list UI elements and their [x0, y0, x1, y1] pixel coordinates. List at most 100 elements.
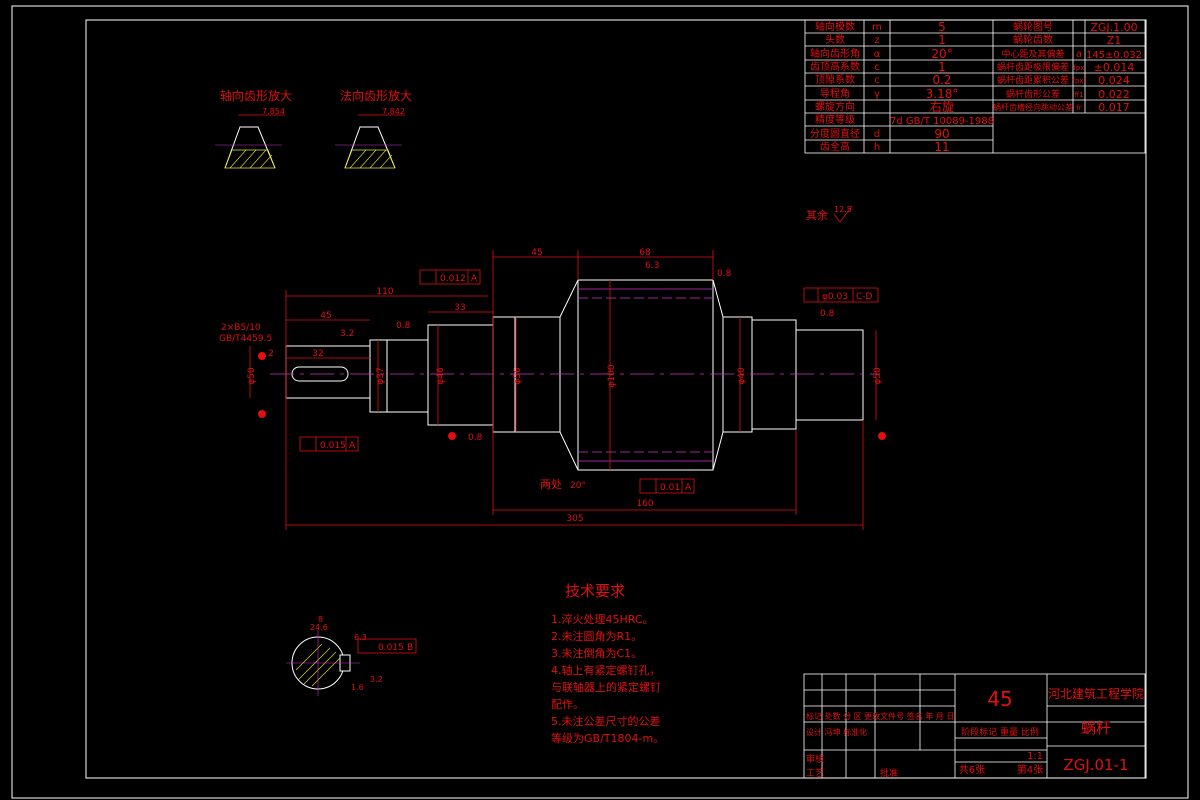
tech-req-item: 2.未注圆角为R1。	[551, 629, 642, 643]
param-sym: c	[874, 75, 880, 86]
section-depth: 24.6	[310, 623, 328, 632]
param-sym: z	[874, 35, 879, 46]
gdt-runout1-ref: A	[471, 274, 478, 284]
param-value: 0.024	[1098, 74, 1130, 87]
rough-63: 6.3	[645, 261, 659, 271]
dim-2: 2	[268, 349, 274, 359]
param-label: 蜗杆齿形公差	[1006, 88, 1060, 100]
gdt-frames	[299, 269, 879, 494]
title-block-texts: 45 河北建筑工程学院 蜗杆 ZGJ.01-1 阶段标记 重量 比例 1:1 共…	[806, 686, 1144, 779]
gdt-sym: 0.015	[378, 643, 404, 653]
material: 45	[987, 687, 1012, 711]
tech-req-item: 配作。	[551, 698, 584, 711]
approve-row: 批准	[880, 767, 898, 779]
param-label: 分度圆直径	[810, 127, 860, 140]
normal-tooth-profile	[344, 126, 396, 169]
school-name: 河北建筑工程学院	[1048, 686, 1144, 701]
sheets-total: 共6张	[959, 764, 985, 776]
gdt-runout3: 0.01	[660, 483, 680, 493]
section-rough-16: 1.6	[351, 683, 364, 692]
gdt-texts: 0.012 A φ0.03 C-D 0.015 A 0.01 A	[320, 274, 873, 493]
param-label: 蜗轮图号	[1013, 20, 1053, 33]
param-sym: γ	[874, 89, 880, 100]
rough-32: 3.2	[340, 329, 354, 339]
dim-45-top: 45	[531, 248, 542, 258]
param-value: 右旋	[930, 99, 954, 114]
dim-33: 33	[454, 303, 465, 313]
param-value: 11	[934, 140, 949, 154]
surface-finish-value: 12.5	[834, 205, 852, 214]
param-label: 导程角	[820, 88, 850, 100]
param-value: 1	[938, 60, 946, 74]
normal-tooth-view: 法向齿形放大 7.842	[335, 88, 412, 169]
param-label: 蜗杆齿槽径向跳动公差	[993, 102, 1073, 112]
shaft-outline	[285, 279, 864, 471]
scale-header: 阶段标记 重量 比例	[961, 726, 1039, 738]
param-value: Z1	[1107, 34, 1122, 47]
dim-angle-20: 20°	[570, 481, 586, 491]
param-label: 蜗杆齿距极限偏差	[997, 61, 1069, 73]
param-value: 7d GB/T 10089-1988	[890, 116, 994, 127]
param-value: 90	[934, 127, 949, 141]
technical-requirements: 技术要求 1.淬火处理45HRC。 2.未注圆角为R1。 3.未注倒角为C1。 …	[551, 582, 664, 745]
param-label: 蜗杆齿距累积公差	[997, 74, 1069, 86]
param-value: ZGJ.1.00	[1090, 21, 1137, 34]
tech-req-item: 5.未注公差尺寸的公差	[551, 714, 661, 728]
gdt-datum-cd: φ0.03	[822, 292, 848, 302]
rough-08b: 0.8	[468, 433, 483, 443]
param-value: 0.2	[932, 73, 951, 87]
param-value: 0.022	[1098, 88, 1130, 101]
dim-45-left: 45	[320, 311, 331, 321]
param-sym: h	[874, 142, 880, 153]
param-sym: m	[872, 22, 882, 33]
review-row: 审核	[806, 753, 824, 765]
param-label: 齿顶高系数	[810, 60, 860, 73]
param-sym: α	[874, 49, 881, 60]
section-width: 8	[318, 615, 323, 624]
rough-08c: 0.8	[717, 269, 732, 279]
param-sym: a	[1076, 49, 1082, 60]
center-hole-note: 2×B5/10	[221, 323, 261, 333]
param-label: 中心距及其偏差	[1001, 48, 1064, 60]
param-value: 3.18°	[926, 87, 959, 101]
worm-param-right-labels: 蜗轮图号 ZGJ.1.00 蜗轮齿数 Z1 中心距及其偏差 a 145±0.03…	[993, 20, 1142, 114]
param-sym: d	[874, 129, 880, 140]
process-row: 工艺	[806, 768, 824, 779]
axial-tooth-hatch	[224, 149, 276, 169]
gdt-runout3-ref: A	[685, 483, 692, 493]
revision-row: 标记 处数 分 区 更改文件号 签名 年 月 日	[806, 711, 954, 721]
dim-160: 160	[636, 499, 653, 509]
gdt-sym-ref: B	[407, 643, 413, 653]
axial-tooth-view: 轴向齿形放大 7.854	[215, 88, 292, 169]
dim-d50-right: φ50	[873, 367, 883, 385]
param-sym: fr	[1076, 104, 1081, 112]
worm-param-left-labels: 轴向模数 m 5 头数 z 1 轴向齿形角 α 20° 齿顶高系数 c 1 顶隙…	[810, 20, 994, 154]
gdt-runout2: 0.015	[320, 441, 346, 451]
param-value: 5	[938, 20, 946, 34]
axial-tooth-profile	[224, 126, 276, 169]
param-label: 精度等级	[815, 113, 855, 126]
section-rough-63: 6.3	[354, 633, 367, 642]
dim-d56: φ56	[513, 367, 523, 385]
param-value: 145±0.032	[1086, 50, 1142, 61]
param-label: 轴向模数	[815, 20, 855, 33]
surface-finish-note: 其余 12.5	[806, 205, 853, 223]
tech-req-item: 与联轴器上的紧定螺钉	[551, 680, 661, 694]
drawing-frame-outer	[11, 5, 1189, 799]
gdt-runout2-ref: A	[349, 441, 356, 451]
param-sym: fpxl	[1073, 77, 1086, 85]
pitch-lines	[578, 288, 713, 462]
axial-tooth-title: 轴向齿形放大	[220, 88, 292, 103]
dim-d37: φ37	[376, 367, 386, 384]
gdt-runout1: 0.012	[440, 274, 466, 284]
gdt-datum-cd-ref: C-D	[856, 292, 873, 302]
section-rough-32: 3.2	[370, 675, 383, 684]
center-marks	[258, 352, 886, 440]
param-value: 0.017	[1098, 101, 1130, 114]
dim-d40: φ40	[737, 367, 747, 385]
part-name: 蜗杆	[1081, 719, 1111, 737]
axial-tooth-dim: 7.854	[262, 107, 285, 116]
sheet-number: 第4张	[1017, 763, 1043, 776]
dim-d46: φ46	[436, 367, 446, 385]
